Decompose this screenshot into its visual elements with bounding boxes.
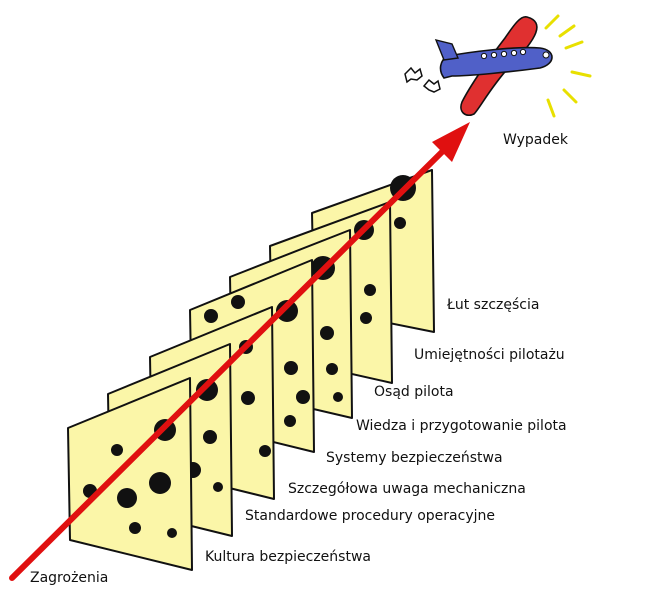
plane-body: [441, 48, 552, 78]
cheese-hole: [213, 482, 223, 492]
cheese-hole: [326, 363, 338, 375]
impact-lines-icon: [546, 16, 590, 116]
cheese-hole: [296, 390, 310, 404]
plane-tail: [436, 40, 458, 60]
cheese-hole: [364, 284, 376, 296]
accident-label: Wypadek: [503, 133, 568, 147]
layer-label-safety-systems: Systemy bezpieczeństwa: [326, 451, 503, 465]
cheese-hole: [203, 430, 217, 444]
cheese-hole: [284, 361, 298, 375]
cheese-hole: [241, 391, 255, 405]
layer-label-standard-procedures: Standardowe procedury operacyjne: [245, 509, 495, 523]
cheese-hole: [167, 528, 177, 538]
layer-label-safety-culture: Kultura bezpieczeństwa: [205, 550, 371, 564]
layer-label-piloting-skills: Umiejętności pilotażu: [414, 348, 565, 362]
cheese-hole: [259, 445, 271, 457]
smoke-puff-icon: [405, 68, 440, 92]
cheese-hole: [394, 217, 406, 229]
cheese-hole: [117, 488, 137, 508]
airplane-icon: [405, 16, 590, 116]
cheese-hole: [149, 472, 171, 494]
layer-label-luck: Łut szczęścia: [447, 298, 539, 312]
cheese-hole: [204, 309, 218, 323]
cheese-hole: [320, 326, 334, 340]
layer-label-pilot-knowledge: Wiedza i przygotowanie pilota: [356, 419, 567, 433]
cheese-hole: [231, 295, 245, 309]
cheese-hole: [129, 522, 141, 534]
cheese-hole: [111, 444, 123, 456]
layer-label-pilot-judgement: Osąd pilota: [374, 385, 454, 399]
cheese-hole: [333, 392, 343, 402]
cheese-hole: [360, 312, 372, 324]
hazards-label: Zagrożenia: [30, 571, 108, 585]
layer-label-mechanical-attention: Szczegółowa uwaga mechaniczna: [288, 482, 526, 496]
cheese-hole: [284, 415, 296, 427]
cheese-slice: [68, 378, 192, 570]
